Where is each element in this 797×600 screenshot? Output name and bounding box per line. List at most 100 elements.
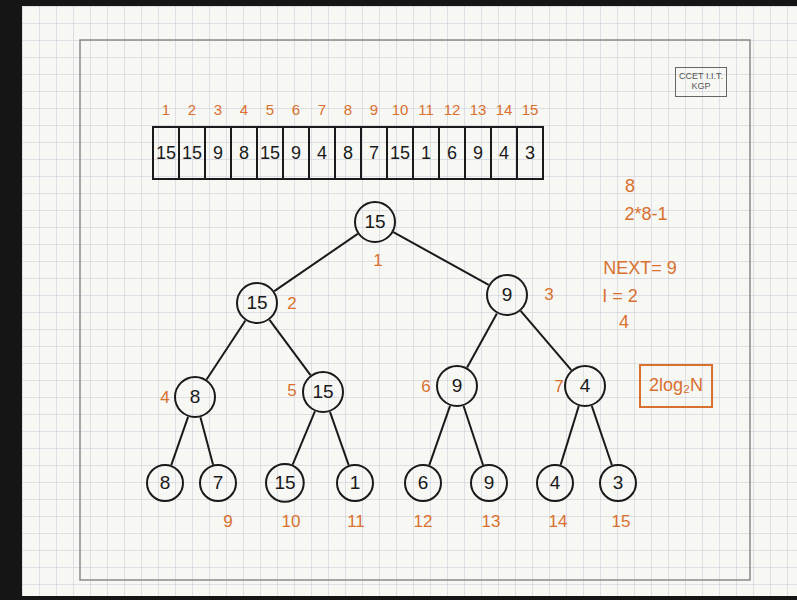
array-index: 13 bbox=[470, 102, 487, 117]
array-value: 9 bbox=[473, 144, 483, 162]
cell-divider bbox=[464, 127, 466, 179]
circle-outline bbox=[487, 275, 527, 315]
tree-edge bbox=[429, 406, 450, 465]
cell-divider bbox=[308, 127, 310, 179]
array-index: 11 bbox=[418, 102, 434, 117]
array-value: 8 bbox=[239, 144, 249, 162]
tree-edge bbox=[561, 406, 579, 465]
leaf-circle: 4 bbox=[536, 464, 574, 502]
array-index: 6 bbox=[292, 102, 300, 117]
grid bbox=[22, 6, 797, 596]
tree-node-circle: 9 bbox=[486, 274, 528, 316]
position-number: 3 bbox=[544, 286, 553, 303]
position-number: 12 bbox=[414, 513, 433, 530]
leaf-circle: 8 bbox=[146, 464, 184, 502]
leaf-circle: 15 bbox=[265, 463, 305, 503]
tree-node-circle: 15 bbox=[302, 371, 344, 413]
node-text: 15 bbox=[246, 293, 267, 314]
cell-divider bbox=[282, 127, 284, 179]
tree-edge bbox=[274, 234, 357, 291]
array-index: 4 bbox=[240, 102, 248, 117]
tree-node-circle: 4 bbox=[564, 365, 606, 407]
cell-divider bbox=[386, 127, 388, 179]
node-text: 7 bbox=[213, 473, 224, 494]
node-text: 3 bbox=[613, 473, 624, 494]
circle-outline bbox=[266, 464, 304, 502]
position-number: 13 bbox=[482, 513, 501, 530]
position-number: 4 bbox=[160, 389, 169, 406]
array-value: 7 bbox=[369, 144, 379, 162]
page-frame bbox=[80, 40, 750, 580]
cell-divider bbox=[412, 127, 414, 179]
position-number: 15 bbox=[612, 513, 631, 530]
paper bbox=[22, 6, 797, 596]
node-text: 8 bbox=[160, 473, 171, 494]
note-text: 8 bbox=[625, 177, 635, 195]
node-text: 9 bbox=[452, 376, 463, 397]
array-index: 1 bbox=[162, 102, 170, 117]
node-text: 4 bbox=[550, 473, 561, 494]
node-text: 6 bbox=[418, 473, 429, 494]
array-index: 5 bbox=[266, 102, 274, 117]
array-value: 15 bbox=[260, 144, 280, 162]
tree-edge bbox=[270, 320, 311, 375]
array-value: 4 bbox=[499, 144, 509, 162]
position-number: 10 bbox=[282, 513, 301, 530]
position-number: 1 bbox=[373, 252, 382, 269]
leaf-circle: 1 bbox=[336, 464, 374, 502]
tree-node-circle: 15 bbox=[354, 201, 396, 243]
array-index: 2 bbox=[188, 102, 196, 117]
position-number: 14 bbox=[549, 513, 568, 530]
tree-edge bbox=[467, 313, 497, 367]
position-number: 9 bbox=[223, 513, 232, 530]
leaf-circle: 6 bbox=[404, 464, 442, 502]
position-number: 7 bbox=[554, 378, 563, 395]
tree-edge bbox=[464, 406, 483, 465]
cell-divider bbox=[490, 127, 492, 179]
node-text: 9 bbox=[502, 285, 513, 306]
tree-node-circle: 9 bbox=[436, 365, 478, 407]
node-text: 9 bbox=[484, 473, 495, 494]
tree-edge bbox=[207, 321, 246, 380]
array-index: 12 bbox=[444, 102, 461, 117]
cell-divider bbox=[178, 127, 180, 179]
position-number: 2 bbox=[287, 295, 296, 312]
circle-outline bbox=[405, 465, 441, 501]
circle-outline bbox=[303, 372, 343, 412]
array-outline bbox=[153, 127, 543, 179]
array-index: 3 bbox=[214, 102, 222, 117]
leaf-circle: 3 bbox=[599, 464, 637, 502]
array-value: 9 bbox=[291, 144, 301, 162]
node-text: 1 bbox=[350, 473, 361, 494]
node-text: 2log₂N bbox=[649, 376, 703, 396]
circle-outline bbox=[337, 465, 373, 501]
node-text: 15 bbox=[364, 212, 385, 233]
node-text: 15 bbox=[274, 473, 295, 494]
stamp-box: CCET I.I.T. KGP bbox=[675, 67, 727, 97]
node-text: 8 bbox=[190, 387, 201, 408]
tree-edge bbox=[293, 411, 315, 464]
array-value: 3 bbox=[525, 144, 535, 162]
tree-node-circle: 15 bbox=[236, 282, 278, 324]
leaf-circle: 9 bbox=[470, 464, 508, 502]
tree-edge bbox=[592, 406, 612, 465]
circle-outline bbox=[437, 366, 477, 406]
circle-outline bbox=[565, 366, 605, 406]
tree-edge bbox=[200, 417, 213, 464]
circle-outline bbox=[537, 465, 573, 501]
array-index: 7 bbox=[318, 102, 326, 117]
tree-edge bbox=[393, 232, 488, 285]
array-value: 15 bbox=[156, 144, 176, 162]
cell-divider bbox=[516, 127, 518, 179]
circle-outline bbox=[237, 283, 277, 323]
array-index: 8 bbox=[344, 102, 352, 117]
cell-divider bbox=[256, 127, 258, 179]
cell-divider bbox=[204, 127, 206, 179]
node-text: 15 bbox=[312, 382, 333, 403]
node-text: CCET I.I.T. KGP bbox=[679, 72, 723, 92]
cell-divider bbox=[334, 127, 336, 179]
array-value: 4 bbox=[317, 144, 327, 162]
note-text: 2*8-1 bbox=[624, 205, 667, 223]
